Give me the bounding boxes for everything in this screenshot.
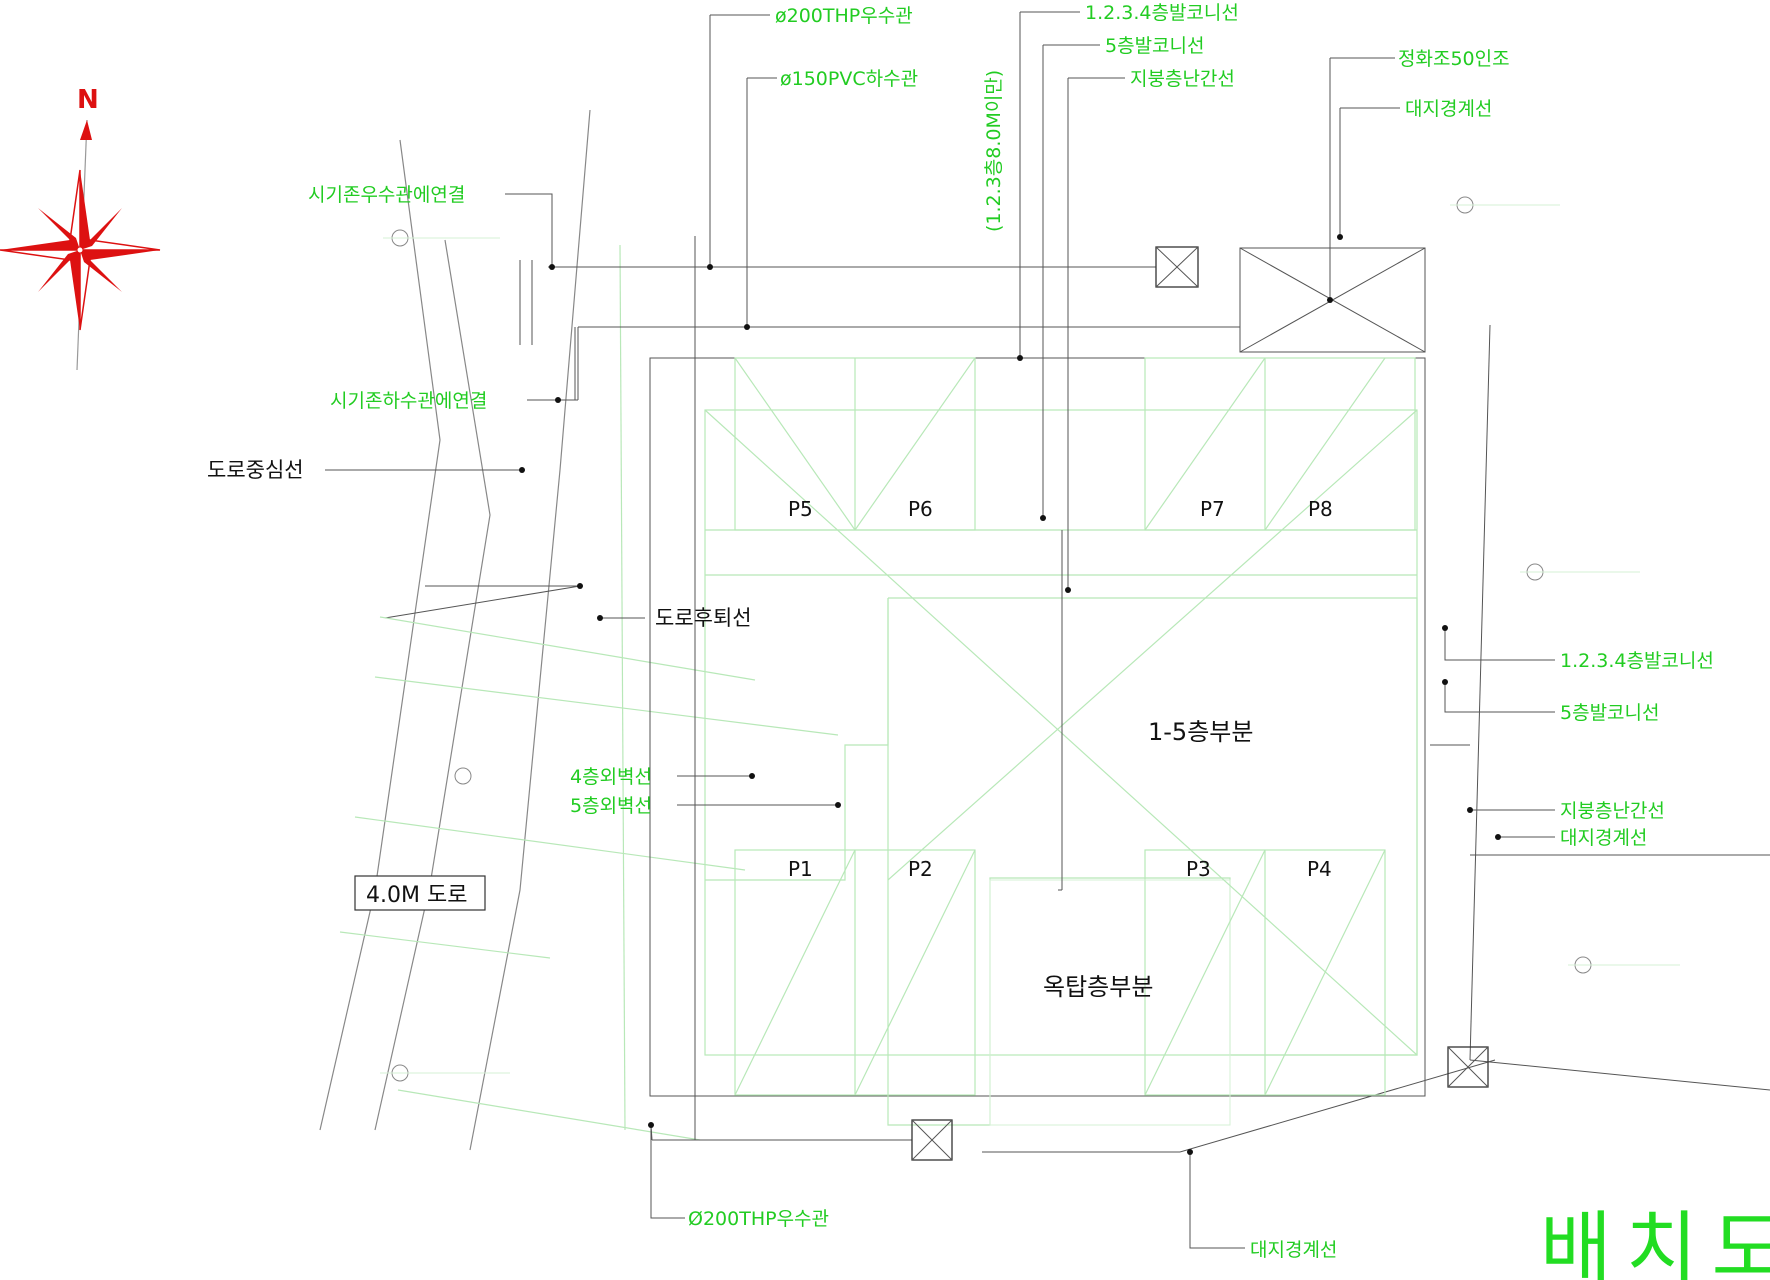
label-septic-tank: 정화조50인조 <box>1398 48 1510 70</box>
label-road-setback: 도로후퇴선 <box>655 606 752 630</box>
label-storm-pipe-bottom: Ø200THP우수관 <box>688 1208 829 1230</box>
area-rooftop-label: 옥탑층부분 <box>1043 973 1153 1001</box>
label-roof-parapet-top: 지붕층난간선 <box>1130 68 1235 90</box>
parking-p2: P2 <box>908 857 933 881</box>
label-wall-4f: 4층외벽선 <box>570 766 652 788</box>
north-arrow-icon: N <box>0 85 161 371</box>
parking-p7: P7 <box>1200 497 1225 521</box>
label-wall-5f: 5층외벽선 <box>570 795 652 817</box>
label-storm-connect: 시기존우수관에연결 <box>308 184 465 206</box>
road-linework <box>319 109 1680 1151</box>
label-sewer-connect: 시기존하수관에연결 <box>330 390 487 412</box>
parking-p3: P3 <box>1186 857 1211 881</box>
leader-dots <box>519 234 1501 1155</box>
manhole-bottom <box>911 1119 953 1161</box>
drawing-title: 배치도 <box>1540 1204 1770 1280</box>
area-main-label: 1-5층부분 <box>1148 718 1253 746</box>
label-balcony-1234-right: 1.2.3.4층발코니선 <box>1560 650 1714 672</box>
label-road-center: 도로중심선 <box>207 458 304 482</box>
label-height-note: (1.2.3층8.0M이만) <box>983 70 1005 232</box>
label-site-boundary-right: 대지경계선 <box>1560 827 1647 849</box>
label-site-boundary-bottom: 대지경계선 <box>1250 1239 1337 1261</box>
building-footprint <box>649 357 1426 1126</box>
road-width-label: 4.0M 도로 <box>366 883 467 908</box>
label-site-boundary-top: 대지경계선 <box>1405 98 1492 120</box>
parking-p5: P5 <box>788 497 813 521</box>
label-roof-parapet-right: 지붕층난간선 <box>1560 800 1665 822</box>
label-sewer-pipe-top: ø150PVC하수관 <box>780 68 918 90</box>
label-balcony-5-right: 5층발코니선 <box>1560 702 1660 724</box>
parking-p1: P1 <box>788 857 813 881</box>
label-balcony-1234-top: 1.2.3.4층발코니선 <box>1085 2 1239 24</box>
road-width-box: 4.0M 도로 <box>354 875 486 911</box>
north-label: N <box>77 85 99 115</box>
parking-p4: P4 <box>1307 857 1332 881</box>
manhole-top <box>1155 246 1199 288</box>
label-balcony-5-top: 5층발코니선 <box>1105 35 1205 57</box>
parking-p8: P8 <box>1308 497 1333 521</box>
leader-lines <box>325 11 1555 1249</box>
label-storm-pipe-top: ø200THP우수관 <box>775 5 913 27</box>
parking-p6: P6 <box>908 497 933 521</box>
manhole-right <box>1447 1046 1489 1088</box>
